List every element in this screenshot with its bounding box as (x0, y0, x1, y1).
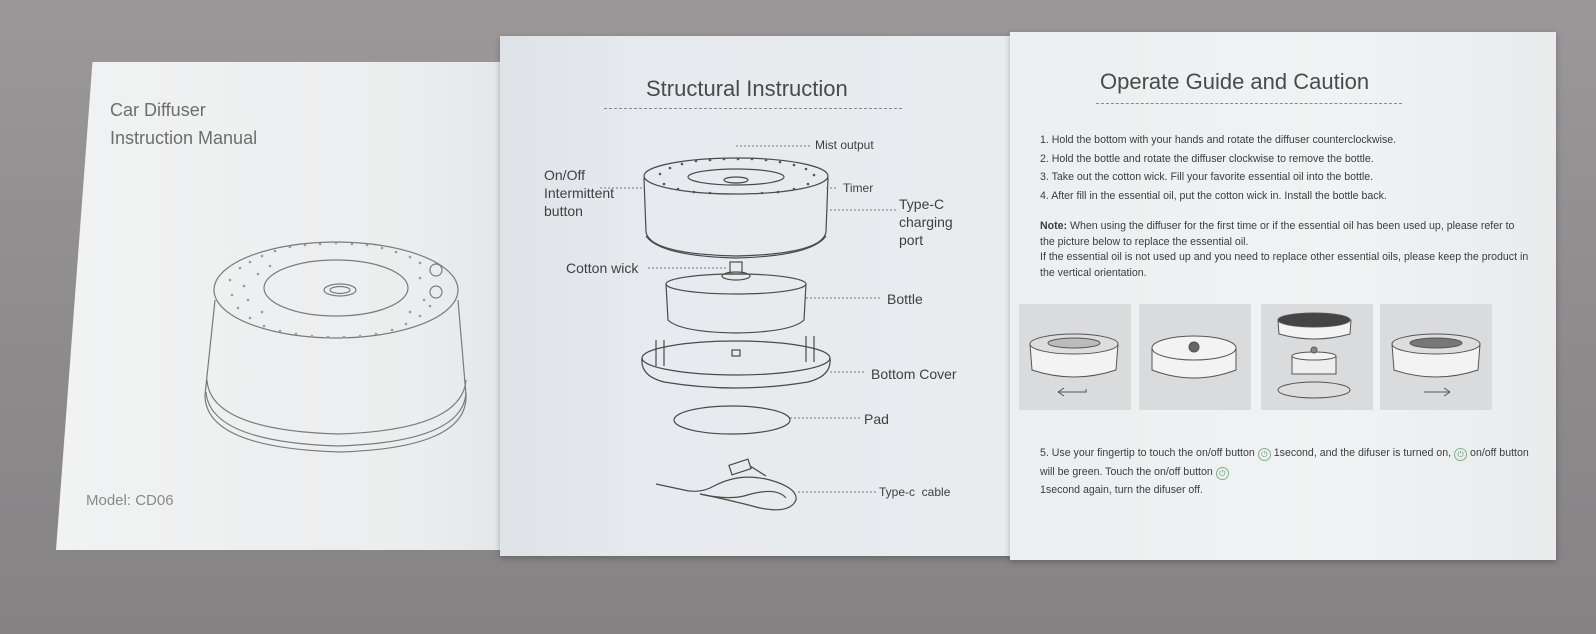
guide-step-3: 3. Take out the cotton wick. Fill your f… (1040, 171, 1374, 183)
guide-note: Note: When using the diffuser for the fi… (1040, 219, 1532, 281)
guide-steps: 1. Hold the bottom with your hands and r… (1040, 131, 1530, 205)
label-timer: Timer (843, 181, 874, 195)
label-pad: Pad (864, 411, 889, 427)
guide-step-1: 1. Hold the bottom with your hands and r… (1040, 134, 1397, 146)
label-mist-output: Mist output (815, 138, 874, 152)
step5-text-c: on/off button will be green. Touch the o… (1040, 447, 1529, 478)
cover-model-number: Model: CD06 (86, 492, 174, 509)
cover-title: Car Diffuser Instruction Manual (110, 100, 258, 148)
guide-step-2: 2. Hold the bottle and rotate the diffus… (1040, 152, 1374, 165)
power-icon: ⏻ (1215, 466, 1229, 480)
step5-text-b: 1second, and the difuser is turned on, (1273, 447, 1452, 459)
label-typec-cable: Type-c cable (879, 485, 951, 499)
label-bottle: Bottle (887, 291, 923, 307)
power-icon: ⏻ (1454, 448, 1468, 461)
step5-text-d: 1second again, turn the difuser off. (1040, 484, 1203, 496)
note-label: Note: (1040, 220, 1068, 232)
label-cotton-wick: Cotton wick (566, 260, 639, 276)
structure-title: Structural Instruction (646, 76, 848, 101)
step5-text-a: 5. Use your fingertip to touch the on/of… (1040, 447, 1255, 459)
power-icon: ⏻ (1257, 448, 1271, 461)
guide-step-4: 4. After fill in the essential oil, put … (1040, 189, 1387, 202)
guide-panel (1010, 32, 1556, 560)
guide-title: Operate Guide and Caution (1100, 69, 1370, 94)
label-typec-port: Type-C charging port (899, 196, 953, 248)
note-text: When using the diffuser for the first ti… (1040, 220, 1515, 248)
note-text-2: If the essential oil is not used up and … (1040, 251, 1529, 279)
guide-step-5: 5. Use your fingertip to touch the on/of… (1040, 444, 1530, 500)
guide-title-underline (1096, 103, 1402, 104)
label-onoff-button: On/Off Intermittent button (544, 167, 615, 219)
label-bottom-cover: Bottom Cover (871, 366, 957, 382)
structure-title-underline (604, 108, 902, 109)
cover-panel (56, 62, 512, 550)
